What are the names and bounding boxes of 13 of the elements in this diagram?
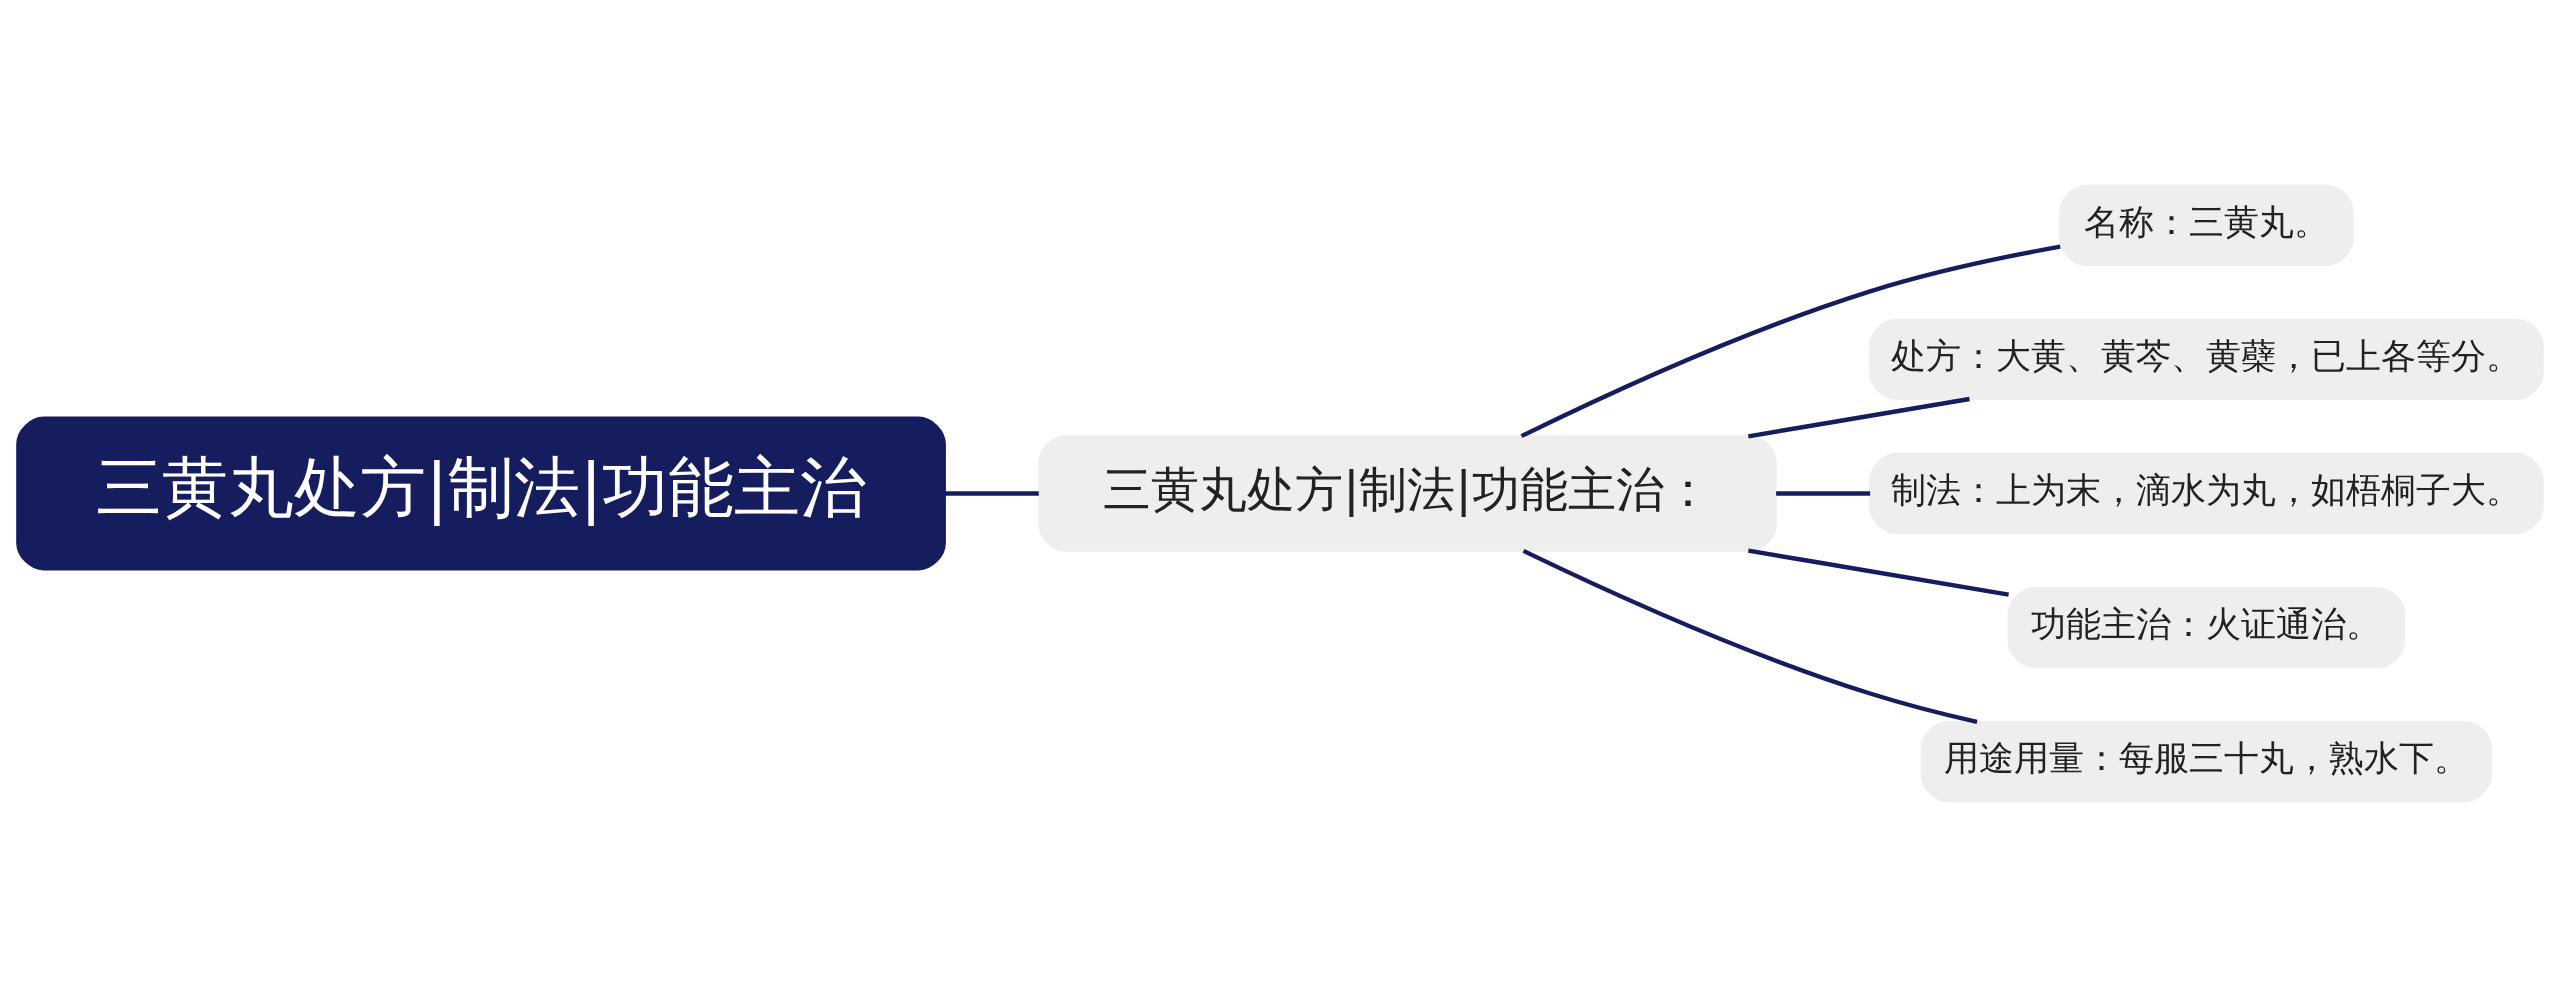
node-box: 三黄丸处方|制法|功能主治： xyxy=(1038,434,1777,552)
node-box: 用途用量：每服三十丸，熟水下。 xyxy=(1920,720,2493,802)
connector xyxy=(1776,490,1871,496)
node-box: 制法：上为末，滴水为丸，如梧桐子大。 xyxy=(1869,452,2544,534)
connector xyxy=(1522,548,1978,724)
connector xyxy=(1520,244,2061,438)
node-box: 三黄丸处方|制法|功能主治 xyxy=(16,416,946,570)
node-box: 功能主治：火证通治。 xyxy=(2007,586,2406,668)
connector xyxy=(1748,547,2009,597)
node-box: 处方：大黄、黄芩、黄蘗，已上各等分。 xyxy=(1869,318,2544,400)
node-box: 名称：三黄丸。 xyxy=(2059,184,2354,266)
connector xyxy=(1748,396,1970,439)
connector xyxy=(944,490,1039,496)
